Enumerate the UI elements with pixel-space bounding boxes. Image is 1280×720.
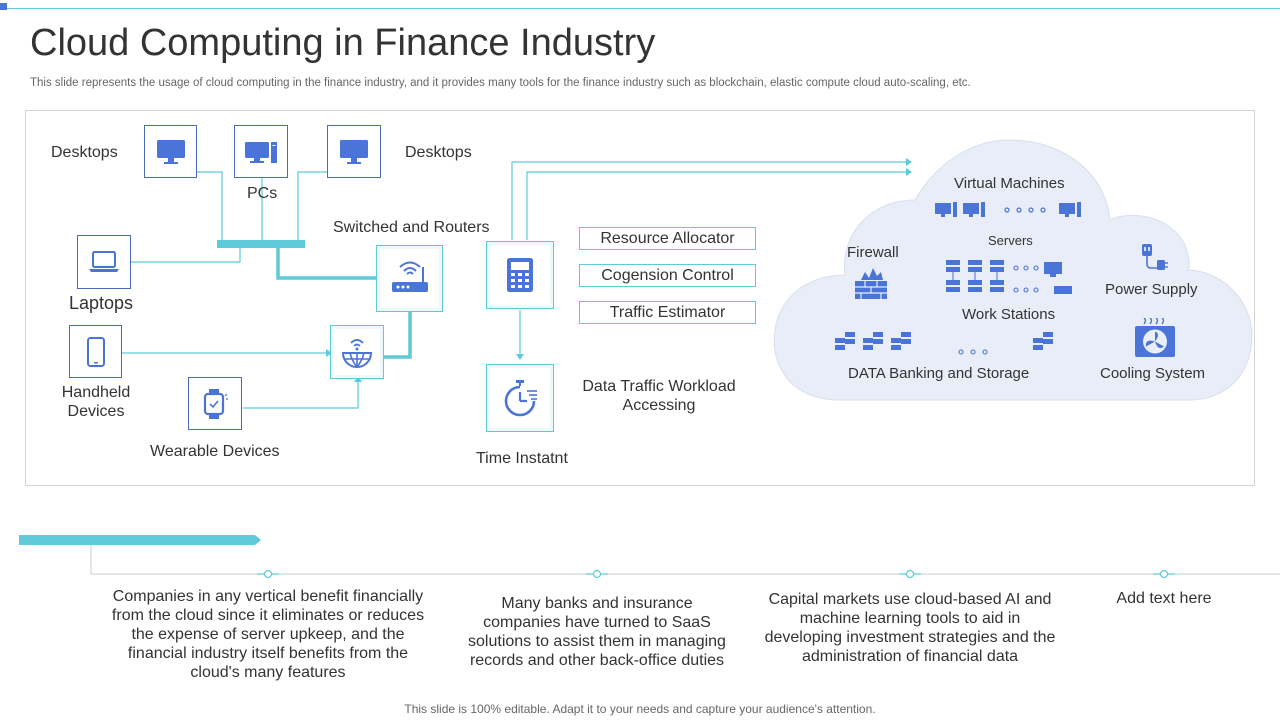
top-rule <box>0 8 1280 9</box>
pcs-label: PCs <box>247 185 278 202</box>
virtual-machines-icon <box>935 202 1081 217</box>
servers-label: Servers <box>988 233 1033 248</box>
power-plug-icon <box>1142 244 1168 270</box>
desktops-right-label: Desktops <box>405 144 472 161</box>
laptops-label: Laptops <box>69 293 134 313</box>
power-supply-label: Power Supply <box>1105 281 1198 298</box>
smartwatch-icon <box>203 388 228 419</box>
traffic-estimator-box: Traffic Estimator <box>579 301 756 324</box>
page-subtitle: This slide represents the usage of cloud… <box>30 77 971 89</box>
pc-box <box>234 125 288 178</box>
stopwatch-icon <box>504 380 537 417</box>
timeline-accent-bar <box>19 535 255 545</box>
smartphone-icon <box>86 336 105 367</box>
footer-note: This slide is 100% editable. Adapt it to… <box>404 702 876 716</box>
timeline-item-3: Capital markets use cloud-based AI and m… <box>764 591 1056 665</box>
handheld-label: Handheld Devices <box>61 384 131 420</box>
virtual-machines-label: Virtual Machines <box>954 175 1065 192</box>
timeline-item-1: Companies in any vertical benefit financ… <box>111 588 425 681</box>
firewall-icon <box>855 268 887 299</box>
diagram-panel <box>25 110 1255 486</box>
cooling-fan-icon <box>1135 318 1175 357</box>
timeline-item-4[interactable]: Add text here <box>1116 590 1212 607</box>
monitor-icon <box>340 139 368 164</box>
desktops-left-label: Desktops <box>51 144 118 161</box>
wearable-label: Wearable Devices <box>150 443 280 460</box>
time-instant-label: Time Instatnt <box>476 450 568 467</box>
top-corner-mark <box>0 3 7 10</box>
data-storage-icon <box>835 332 1053 355</box>
page-title: Cloud Computing in Finance Industry <box>30 22 656 64</box>
laptop-icon <box>89 251 119 272</box>
handheld-box <box>69 325 122 378</box>
desktop-right-box <box>327 125 381 178</box>
wearable-box <box>188 377 242 430</box>
laptop-box <box>77 235 131 289</box>
globe-wifi-icon <box>341 339 373 368</box>
timeline-item-2: Many banks and insurance companies have … <box>468 595 726 669</box>
switched-routers-label: Switched and Routers <box>333 219 490 236</box>
monitor-icon <box>156 139 185 164</box>
resource-allocator-box: Resource Allocator <box>579 227 756 250</box>
data-banking-label: DATA Banking and Storage <box>848 365 1030 382</box>
router-box <box>376 245 443 312</box>
work-stations-label: Work Stations <box>962 306 1056 323</box>
firewall-label: Firewall <box>847 244 899 261</box>
cooling-system-label: Cooling System <box>1100 365 1206 382</box>
pc-icon <box>245 141 277 163</box>
stopwatch-box <box>486 364 554 432</box>
globe-wifi-box <box>330 325 384 379</box>
calculator-icon <box>507 258 533 292</box>
desktop-left-box <box>144 125 197 178</box>
servers-icon <box>946 260 1072 294</box>
calculator-box <box>486 241 554 309</box>
data-traffic-label: Data Traffic Workload Accessing <box>582 378 736 414</box>
cloud-shape <box>773 139 1253 401</box>
router-icon <box>391 261 428 292</box>
cogension-control-box: Cogension Control <box>579 264 756 287</box>
